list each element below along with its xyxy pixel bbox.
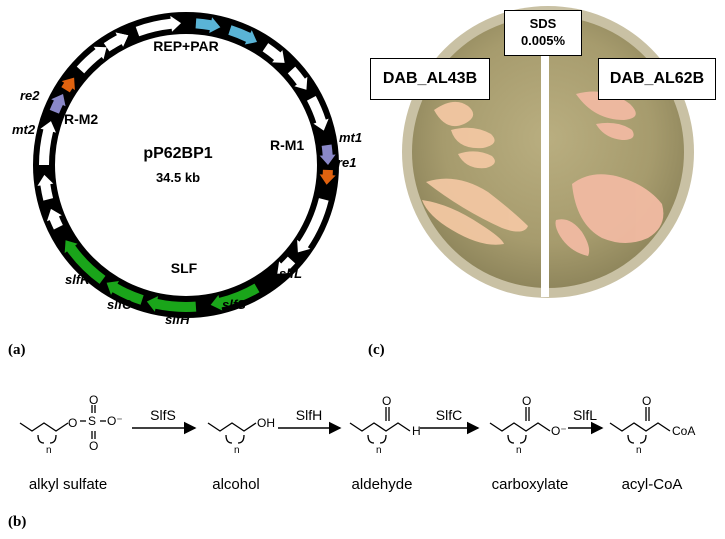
atom-o-minus-2: O⁻	[551, 424, 567, 438]
gene-arrow-re2	[61, 77, 75, 93]
atom-coa: CoA	[672, 424, 695, 438]
atom-oh: OH	[257, 416, 275, 430]
subscript-n-5: n	[636, 445, 642, 456]
enzyme-slfs: SlfS	[150, 407, 176, 423]
gene-mt1-label: mt1	[339, 130, 363, 145]
colonies-left	[422, 101, 528, 245]
alcohol-structure	[207, 422, 257, 432]
atom-o-minus-1: O⁻	[107, 414, 123, 428]
gene-slfR-label: slfR	[65, 272, 90, 287]
gene-arrow	[287, 66, 308, 90]
gene-arrow-slfs	[146, 296, 197, 312]
gene-arrow-mt1	[319, 144, 336, 165]
strain-right-label: DAB_AL62B	[598, 58, 716, 100]
plasmid-map	[33, 12, 339, 318]
enzyme-slfc: SlfC	[435, 407, 463, 423]
gene-arrow	[277, 256, 296, 274]
gene-slfL-label: slfL	[279, 266, 303, 281]
subscript-n-3: n	[376, 445, 382, 456]
gene-arrow-par	[228, 25, 257, 45]
aldehyde-structure	[349, 422, 411, 432]
gene-slfC-label: slfC	[107, 297, 132, 312]
atom-o-1: O	[68, 416, 77, 430]
acyl-coa-structure	[609, 422, 671, 432]
compound-aldehyde: aldehyde	[351, 476, 413, 493]
panel-label-a: (a)	[8, 342, 26, 358]
gene-arrow-mt2	[49, 94, 66, 114]
reaction-pathway: O S O O O⁻ n OH n O H n O O⁻ n O CoA n	[19, 395, 695, 456]
gene-arrow	[37, 174, 54, 201]
atom-o-2: O	[89, 395, 98, 407]
sds-condition-box: SDS 0.005%	[504, 10, 582, 56]
rm2-label: R-M2	[64, 111, 99, 127]
plasmid-name: pP62BP1	[143, 145, 213, 162]
gene-arrow-slfh	[106, 281, 144, 305]
atom-o-carboxyl: O	[522, 395, 531, 408]
plasmid-size: 34.5 kb	[155, 170, 201, 185]
alkyl-sulfate-structure	[19, 422, 69, 432]
compound-alkyl-sulfate: alkyl sulfate	[28, 476, 108, 493]
gene-arrow-slfc	[64, 240, 106, 284]
carboxylate-structure	[489, 422, 551, 432]
gene-arrow-re1	[319, 169, 336, 185]
subscript-n-4: n	[516, 445, 522, 456]
compound-alcohol: alcohol	[212, 476, 260, 493]
sds-concentration: 0.005%	[520, 33, 566, 48]
rep-par-label: REP+PAR	[153, 38, 219, 54]
gene-arrow	[39, 121, 56, 165]
panel-label-c: (c)	[368, 342, 385, 358]
atom-h: H	[412, 424, 421, 438]
atom-o-aldehyde: O	[382, 395, 391, 408]
enzyme-slfl: SlfL	[572, 407, 598, 423]
compound-acyl-coa: acyl-CoA	[621, 476, 683, 493]
atom-o-3: O	[89, 439, 98, 453]
rm1-label: R-M1	[270, 137, 305, 153]
gene-arrow	[297, 198, 329, 253]
slf-label: SLF	[170, 260, 198, 276]
subscript-n-2: n	[234, 445, 240, 456]
gene-arrow	[135, 15, 182, 37]
gene-slfS-label: slfS	[222, 297, 246, 312]
plate-divider	[541, 37, 549, 297]
gene-arrow	[103, 32, 129, 52]
gene-arrow	[262, 43, 285, 63]
gene-arrow	[46, 208, 63, 230]
gene-arrow-slfl	[210, 283, 260, 311]
atom-o-acyl: O	[642, 395, 651, 408]
strain-left-label: DAB_AL43B	[370, 58, 490, 100]
gene-arrow-rep	[195, 17, 221, 34]
compound-carboxylate: carboxylate	[491, 476, 569, 493]
atom-s: S	[88, 414, 96, 428]
subscript-n-1: n	[46, 445, 52, 456]
panel-label-b: (b)	[8, 514, 27, 530]
gene-arrow	[76, 46, 107, 74]
sds-label: SDS	[529, 16, 557, 31]
gene-re2-label: re2	[20, 88, 40, 103]
gene-slfH-label: slfH	[165, 312, 190, 327]
gene-mt2-label: mt2	[12, 122, 36, 137]
gene-re1-label: re1	[337, 155, 357, 170]
enzyme-slfh: SlfH	[295, 407, 323, 423]
gene-arrow	[306, 95, 329, 131]
